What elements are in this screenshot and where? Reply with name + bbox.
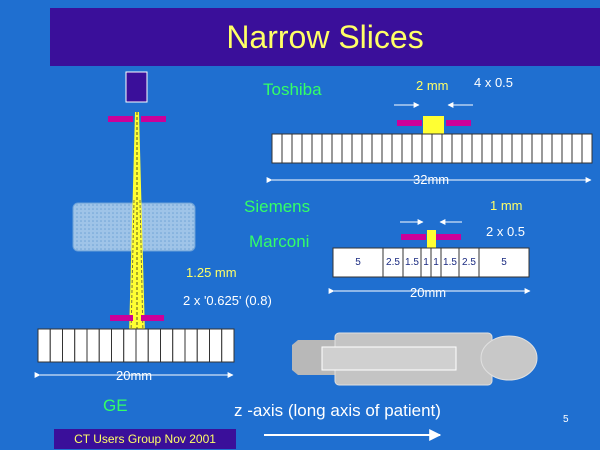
toshiba-detector-cell	[431, 133, 443, 164]
ge-detector-cell	[172, 328, 186, 363]
toshiba-detector-cell	[321, 133, 333, 164]
siemens-segment-label: 1	[423, 257, 429, 268]
siemens-segment-label: 1.5	[405, 257, 419, 268]
toshiba-detector-cell	[491, 133, 503, 164]
toshiba-detector-cell	[401, 133, 413, 164]
toshiba-detector-cell	[561, 133, 573, 164]
siemens-segment-label: 1	[433, 257, 439, 268]
ge-detector-cell	[135, 328, 149, 363]
toshiba-detector-cell	[521, 133, 533, 164]
ge-detector-cell	[62, 328, 76, 363]
siemens-segment-label: 2.5	[462, 257, 476, 268]
toshiba-collimator-left	[397, 120, 422, 126]
toshiba-config-label: 4 x 0.5	[474, 75, 514, 90]
ge-detector-cell	[74, 328, 88, 363]
toshiba-detector-cell	[581, 133, 593, 164]
toshiba-detector-cell	[291, 133, 303, 164]
toshiba-detector-cell	[421, 133, 433, 164]
toshiba-detector-cell	[471, 133, 483, 164]
toshiba-detector-cell	[371, 133, 383, 164]
ge-collimator-bottom-left	[110, 315, 133, 321]
siemens-segment-label: 5	[355, 257, 361, 268]
toshiba-span-label: 32mm	[413, 172, 450, 187]
toshiba-detector-cell	[311, 133, 323, 164]
ge-detector-cell	[37, 328, 51, 363]
toshiba-width-label: 2 mm	[416, 78, 449, 93]
toshiba-detector-cell	[541, 133, 553, 164]
toshiba-detector-cell	[301, 133, 313, 164]
z-axis-label: z -axis (long axis of patient)	[234, 401, 441, 420]
toshiba-collimator-right	[446, 120, 471, 126]
toshiba-detector-cell	[281, 133, 293, 164]
ge-collimator-right	[141, 116, 166, 122]
siemens-segment-label: 1.5	[443, 257, 457, 268]
toshiba-detector-cell	[481, 133, 493, 164]
ge-detector-array	[37, 328, 235, 363]
xray-source	[125, 71, 148, 103]
ge-detector-cell	[221, 328, 235, 363]
ge-config-label: 2 x '0.625' (0.8)	[183, 293, 272, 308]
toshiba-label: Toshiba	[263, 80, 322, 99]
siemens-beam	[427, 230, 436, 248]
toshiba-detector-cell	[341, 133, 353, 164]
siemens-segment-label: 5	[501, 257, 507, 268]
toshiba-detector-cell	[571, 133, 583, 164]
siemens-collimator-left	[401, 234, 426, 240]
ge-detector-cell	[160, 328, 174, 363]
ge-collimator-left	[108, 116, 133, 122]
siemens-label: Siemens	[244, 197, 311, 216]
toshiba-detector-cell	[351, 133, 363, 164]
toshiba-detector-cell	[531, 133, 543, 164]
toshiba-detector-cell	[381, 133, 393, 164]
toshiba-detector-cell	[411, 133, 423, 164]
siemens-config-label: 2 x 0.5	[486, 224, 526, 239]
siemens-detector-segment	[332, 247, 384, 278]
toshiba-detector-cell	[441, 133, 453, 164]
patient-on-table	[292, 332, 538, 386]
ge-detector-cell	[196, 328, 210, 363]
ge-detector-cell	[111, 328, 125, 363]
toshiba-detector-cell	[331, 133, 343, 164]
siemens-width-label: 1 mm	[490, 198, 523, 213]
siemens-detector-array	[332, 247, 530, 278]
ge-collimator-bottom-right	[141, 315, 164, 321]
ge-width-label: 1.25 mm	[186, 265, 237, 280]
ge-detector-cell	[49, 328, 63, 363]
title-bar	[50, 8, 600, 66]
siemens-collimator-right	[436, 234, 461, 240]
toshiba-detector-cell	[451, 133, 463, 164]
ge-label: GE	[103, 396, 128, 415]
toshiba-detector-array	[271, 133, 593, 164]
toshiba-beam	[423, 116, 444, 134]
ge-detector-cell	[209, 328, 223, 363]
toshiba-detector-cell	[391, 133, 403, 164]
page-number: 5	[563, 414, 569, 425]
siemens-segment-label: 2.5	[386, 257, 400, 268]
ge-span-label: 20mm	[116, 368, 153, 383]
siemens-detector-segment	[478, 247, 530, 278]
toshiba-detector-cell	[361, 133, 373, 164]
footer-caption: CT Users Group Nov 2001	[54, 429, 236, 449]
toshiba-detector-cell	[501, 133, 513, 164]
page-title: Narrow Slices	[226, 19, 424, 55]
ge-detector-cell	[98, 328, 112, 363]
ge-detector-cell	[123, 328, 137, 363]
toshiba-detector-cell	[461, 133, 473, 164]
toshiba-detector-cell	[271, 133, 283, 164]
toshiba-detector-cell	[551, 133, 563, 164]
toshiba-detector-cell	[511, 133, 523, 164]
ge-detector-cell	[184, 328, 198, 363]
marconi-label: Marconi	[249, 232, 310, 251]
ge-detector-cell	[86, 328, 100, 363]
ge-detector-cell	[147, 328, 161, 363]
siemens-span-label: 20mm	[410, 285, 447, 300]
